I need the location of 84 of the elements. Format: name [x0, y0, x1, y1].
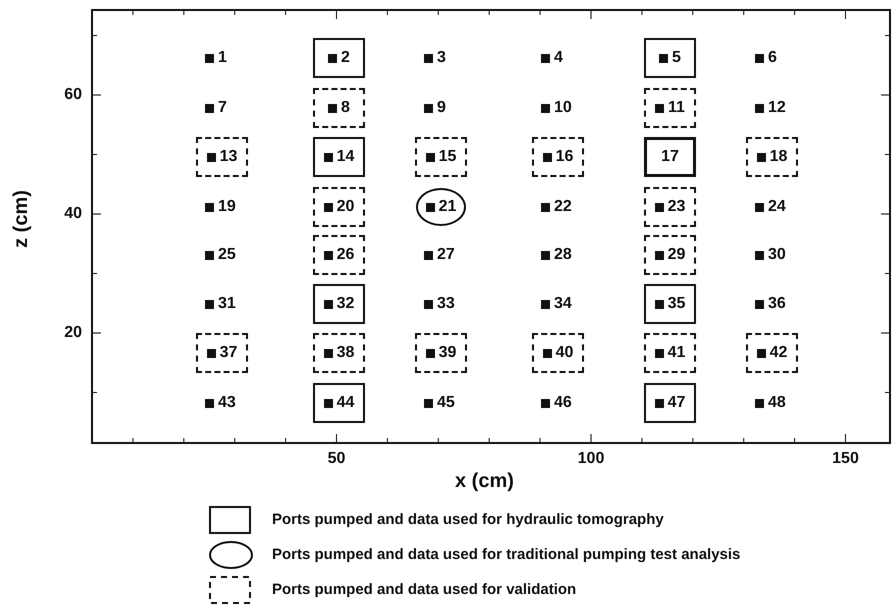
port-box [313, 88, 365, 128]
axis-tick-label: 100 [576, 450, 606, 468]
port-number: 3 [437, 49, 446, 67]
port-box [644, 38, 696, 78]
port-number: 27 [437, 246, 455, 264]
port-box [532, 333, 584, 373]
port-number: 13 [220, 148, 238, 166]
port-box [196, 137, 248, 177]
port-number: 46 [554, 394, 572, 412]
port-box [644, 235, 696, 275]
port-number: 28 [554, 246, 572, 264]
port-number: 41 [668, 344, 686, 362]
legend-text: Ports pumped and data used for validation [272, 581, 576, 599]
port-number: 31 [218, 295, 236, 313]
port-number: 24 [768, 198, 786, 216]
port-box [313, 38, 365, 78]
axis-title: x (cm) [455, 470, 514, 492]
axis-tick-label: 60 [64, 86, 82, 104]
port-box [746, 333, 798, 373]
port-number: 5 [672, 49, 681, 67]
port-number: 20 [336, 198, 354, 216]
port-number: 2 [341, 49, 350, 67]
port-number: 8 [341, 99, 350, 117]
legend-text: Ports pumped and data used for traditional pumping test analysis [272, 546, 740, 564]
port-box [644, 284, 696, 324]
port-number: 35 [668, 295, 686, 313]
port-number: 6 [768, 49, 777, 67]
axis-tick-label: 40 [64, 205, 82, 223]
port-number: 19 [218, 198, 236, 216]
port-number: 14 [336, 148, 354, 166]
port-number: 30 [768, 246, 786, 264]
port-number: 21 [438, 198, 456, 216]
port-box [644, 187, 696, 227]
port-number: 34 [554, 295, 572, 313]
port-box [313, 333, 365, 373]
port-box [313, 187, 365, 227]
port-number: 42 [770, 344, 788, 362]
port-number: 23 [668, 198, 686, 216]
port-box [313, 137, 365, 177]
port-number: 48 [768, 394, 786, 412]
legend-text: Ports pumped and data used for hydraulic tomography [272, 511, 664, 529]
port-number: 11 [668, 99, 685, 117]
port-number: 15 [438, 148, 456, 166]
axis-title: z (cm) [12, 190, 30, 248]
port-number: 9 [437, 99, 446, 117]
port-number: 40 [556, 344, 574, 362]
port-number: 33 [437, 295, 455, 313]
axis-tick-label: 50 [326, 450, 346, 468]
port-box [313, 235, 365, 275]
port-box [644, 333, 696, 373]
port-number: 10 [554, 99, 572, 117]
port-number: 38 [336, 344, 354, 362]
port-ellipse [416, 188, 466, 226]
port-box [415, 137, 467, 177]
port-box [415, 333, 467, 373]
port-number: 39 [438, 344, 456, 362]
axis-tick-label: 20 [64, 324, 82, 342]
port-number: 1 [218, 49, 227, 67]
port-box [196, 333, 248, 373]
port-number: 26 [336, 246, 354, 264]
port-box [644, 137, 696, 177]
port-number: 32 [336, 295, 354, 313]
port-number: 16 [556, 148, 574, 166]
port-box [644, 383, 696, 423]
port-box [313, 284, 365, 324]
port-number: 45 [437, 394, 455, 412]
port-number: 36 [768, 295, 786, 313]
port-number: 12 [768, 99, 786, 117]
port-number: 17 [661, 148, 679, 166]
port-number: 47 [668, 394, 686, 412]
port-number: 43 [218, 394, 236, 412]
axis-tick-label: 150 [831, 450, 860, 468]
port-number: 18 [770, 148, 788, 166]
port-number: 7 [218, 99, 227, 117]
port-box [532, 137, 584, 177]
port-number: 44 [336, 394, 354, 412]
port-box [644, 88, 696, 128]
port-number: 22 [554, 198, 572, 216]
port-number: 29 [668, 246, 686, 264]
port-number: 37 [220, 344, 238, 362]
port-number: 4 [554, 49, 563, 67]
port-box [746, 137, 798, 177]
port-box [313, 383, 365, 423]
port-number: 25 [218, 246, 236, 264]
